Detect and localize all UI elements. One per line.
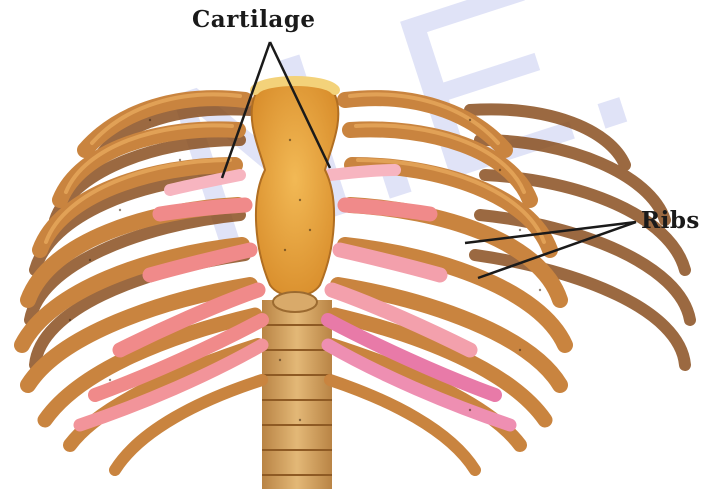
cartilage-label: Cartilage: [192, 6, 316, 33]
ribs-label: Ribs: [641, 207, 700, 234]
spine: [262, 300, 332, 489]
